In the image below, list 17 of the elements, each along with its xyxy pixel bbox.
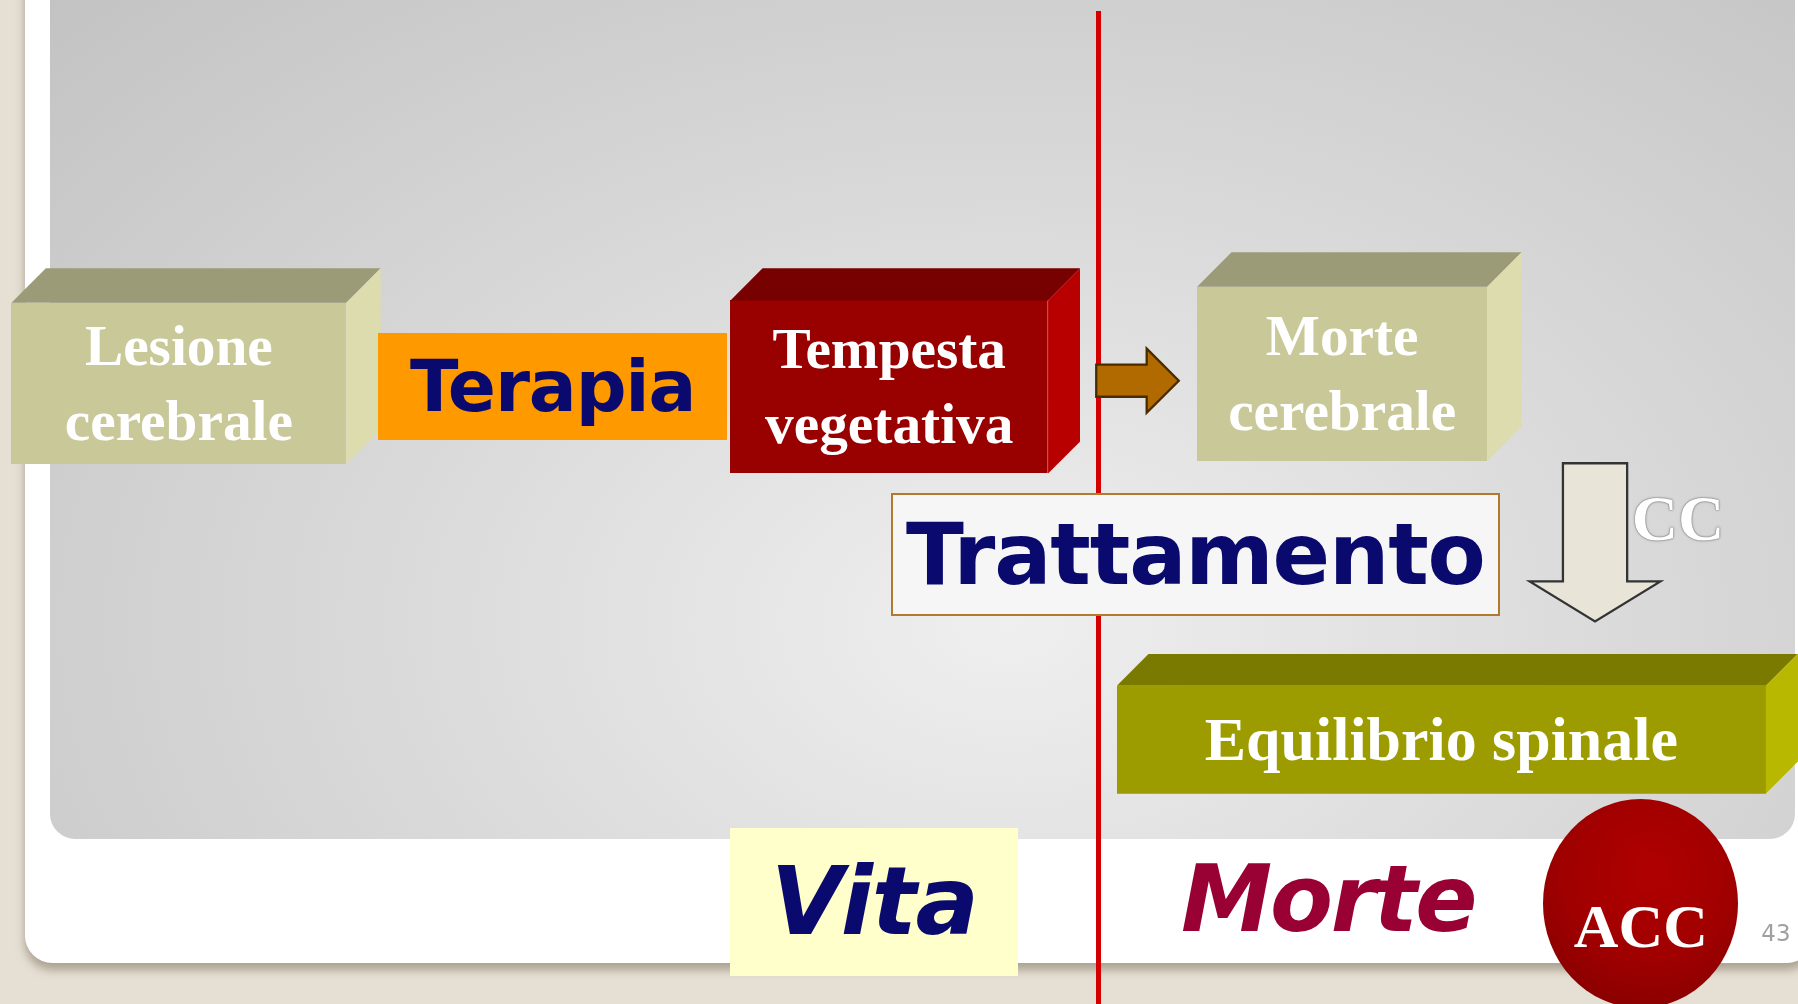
block-label: Equilibrio spinale	[1204, 704, 1678, 776]
ball-label: ACC	[1573, 891, 1708, 962]
block-label: Morte cerebrale	[1227, 303, 1458, 444]
3d-block	[1197, 252, 1522, 461]
3d-block	[730, 268, 1081, 474]
label-box: Vita	[730, 827, 1019, 976]
edge-label: CC	[1631, 487, 1725, 552]
text-box: Trattamento	[890, 493, 1500, 616]
block-label: Lesione cerebrale	[63, 313, 294, 454]
3d-block	[11, 268, 381, 465]
page-number: 43	[1761, 919, 1791, 946]
section-label: Morte	[1181, 854, 1476, 946]
block-label: Tempesta vegetativa	[764, 316, 1015, 457]
block-arrow	[1525, 462, 1665, 623]
block-arrow	[1095, 345, 1181, 416]
label-bar: Terapia	[378, 332, 727, 441]
3d-block	[1116, 653, 1798, 794]
